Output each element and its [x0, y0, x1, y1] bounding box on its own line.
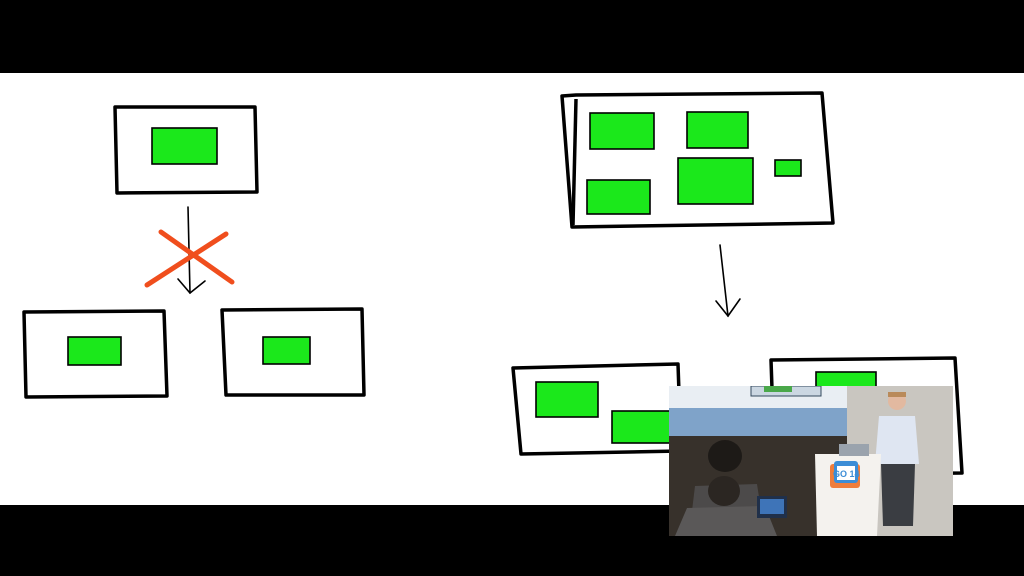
right-target-component-2 [611, 410, 673, 444]
left-target-box-2 [220, 307, 366, 397]
left-target-component-2 [262, 336, 311, 365]
left-target-box-1 [22, 309, 169, 399]
presentation-slide [0, 73, 1024, 505]
right-source-component-4 [677, 157, 754, 205]
left-source-component [151, 127, 218, 165]
right-source-component-5 [774, 159, 802, 177]
right-source-box [560, 91, 835, 229]
speaker-video-inset: GO 14 [669, 386, 953, 536]
letterbox-top [0, 0, 1024, 73]
right-source-component-2 [686, 111, 749, 149]
banner-logo-text: GO 14 [833, 469, 860, 479]
left-source-box [113, 105, 259, 195]
right-target-box-1 [511, 362, 683, 456]
speaker-scene [669, 386, 953, 536]
left-group [22, 105, 366, 399]
cross-mark-icon [144, 229, 235, 288]
sketch-diagram [22, 91, 964, 477]
right-arrow [715, 244, 741, 318]
left-target-component-1 [67, 336, 122, 366]
right-source-component-1 [589, 112, 655, 150]
right-source-component-3 [586, 179, 651, 215]
right-target-component-1 [535, 381, 599, 418]
